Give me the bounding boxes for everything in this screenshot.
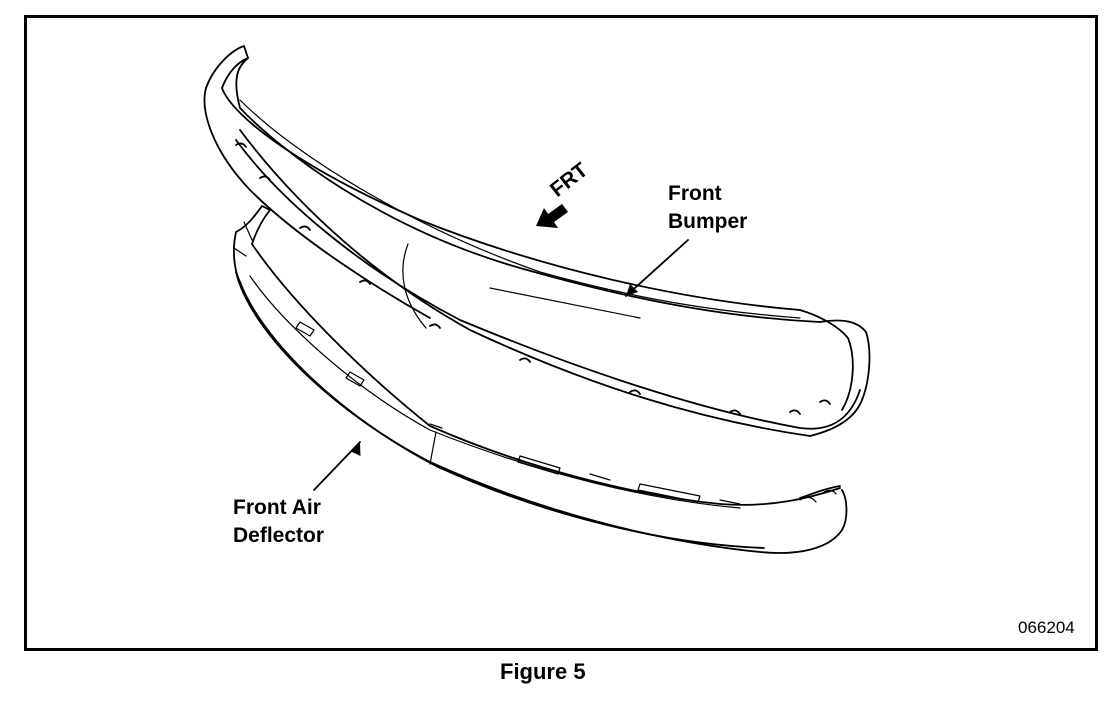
figure-caption: Figure 5 bbox=[500, 659, 586, 684]
front-bumper-label-line2: Bumper bbox=[668, 210, 748, 233]
front-air-deflector-label: Front Air Deflector bbox=[233, 494, 324, 550]
front-air-deflector-label-line1: Front Air bbox=[233, 496, 321, 519]
front-air-deflector-leader bbox=[313, 441, 361, 491]
front-bumper-leader bbox=[625, 239, 689, 297]
front-bumper-label-line1: Front bbox=[668, 182, 722, 205]
part-code: 066204 bbox=[1018, 618, 1075, 637]
diagram-frame bbox=[24, 15, 1098, 651]
front-bumper-arrowhead bbox=[626, 284, 638, 296]
frt-direction-arrow-icon bbox=[536, 204, 568, 228]
front-air-deflector-drawing bbox=[233, 205, 848, 554]
front-bumper-drawing bbox=[203, 45, 871, 437]
front-air-deflector-label-line2: Deflector bbox=[233, 524, 325, 547]
front-air-deflector-arrowhead bbox=[351, 442, 361, 457]
front-bumper-label: Front Bumper bbox=[668, 180, 747, 236]
